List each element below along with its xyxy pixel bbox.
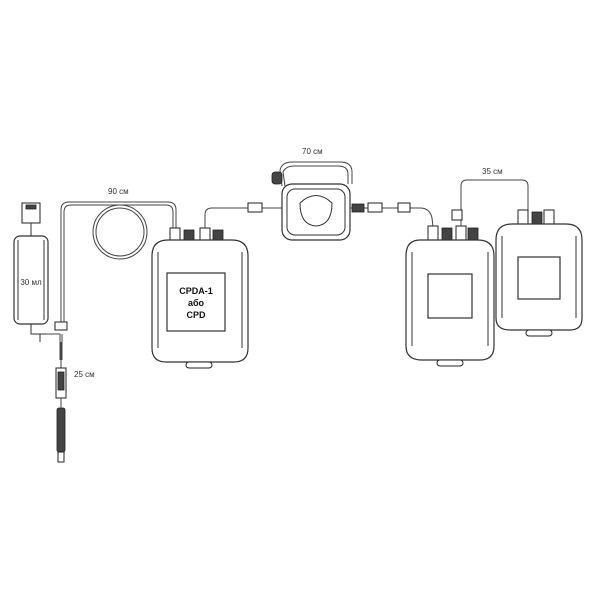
primary-bag-line1: CPDA-1 xyxy=(179,286,213,296)
needle-cap-tip xyxy=(57,451,65,463)
primary-bag-line3: CPD xyxy=(186,310,206,320)
inter-satellite-clamp xyxy=(451,209,463,221)
donor-tube: 90 см xyxy=(60,187,177,322)
clamp-right xyxy=(351,203,365,213)
clamp-right-2 xyxy=(367,202,383,213)
filter-loop-clamp xyxy=(271,171,283,185)
filter-housing xyxy=(281,183,351,241)
satellite-bag-2 xyxy=(495,209,583,337)
needle-cap xyxy=(56,407,66,453)
clamp-satellite xyxy=(397,202,411,213)
satellite-bag-1-label-box xyxy=(427,273,473,319)
clamp-left xyxy=(247,202,263,213)
sample-bag-holder-dark xyxy=(25,204,37,210)
satellite-line xyxy=(382,202,435,237)
sample-bag-volume-label: 30 мл xyxy=(20,278,42,287)
tube-35-label: 35 см xyxy=(482,167,503,176)
primary-bag-label-box xyxy=(166,272,226,332)
inter-satellite-line: 35 см xyxy=(451,167,529,226)
needle-line-clamp xyxy=(54,321,68,331)
needle-line: 25 см xyxy=(46,321,95,463)
filter-element xyxy=(299,195,333,227)
tube-90-label: 90 см xyxy=(108,187,129,196)
satellite-bag-2-label-box xyxy=(517,256,561,300)
satellite-bag-2-hanger xyxy=(525,329,553,337)
tube-70-label: 70 см xyxy=(302,147,323,156)
tube-25-label: 25 см xyxy=(74,370,95,379)
primary-bag-hanger xyxy=(185,361,213,369)
satellite-bag-1-hanger xyxy=(436,359,464,367)
tube-coil xyxy=(92,204,148,260)
needle-hub-dark xyxy=(57,371,65,391)
primary-bag: CPDA-1 або CPD xyxy=(151,207,249,369)
satellite-bag-1 xyxy=(405,225,495,367)
sample-bag: 30 мл xyxy=(13,202,49,342)
filter-line: 70 см xyxy=(247,147,383,241)
primary-bag-line2: або xyxy=(188,298,205,308)
